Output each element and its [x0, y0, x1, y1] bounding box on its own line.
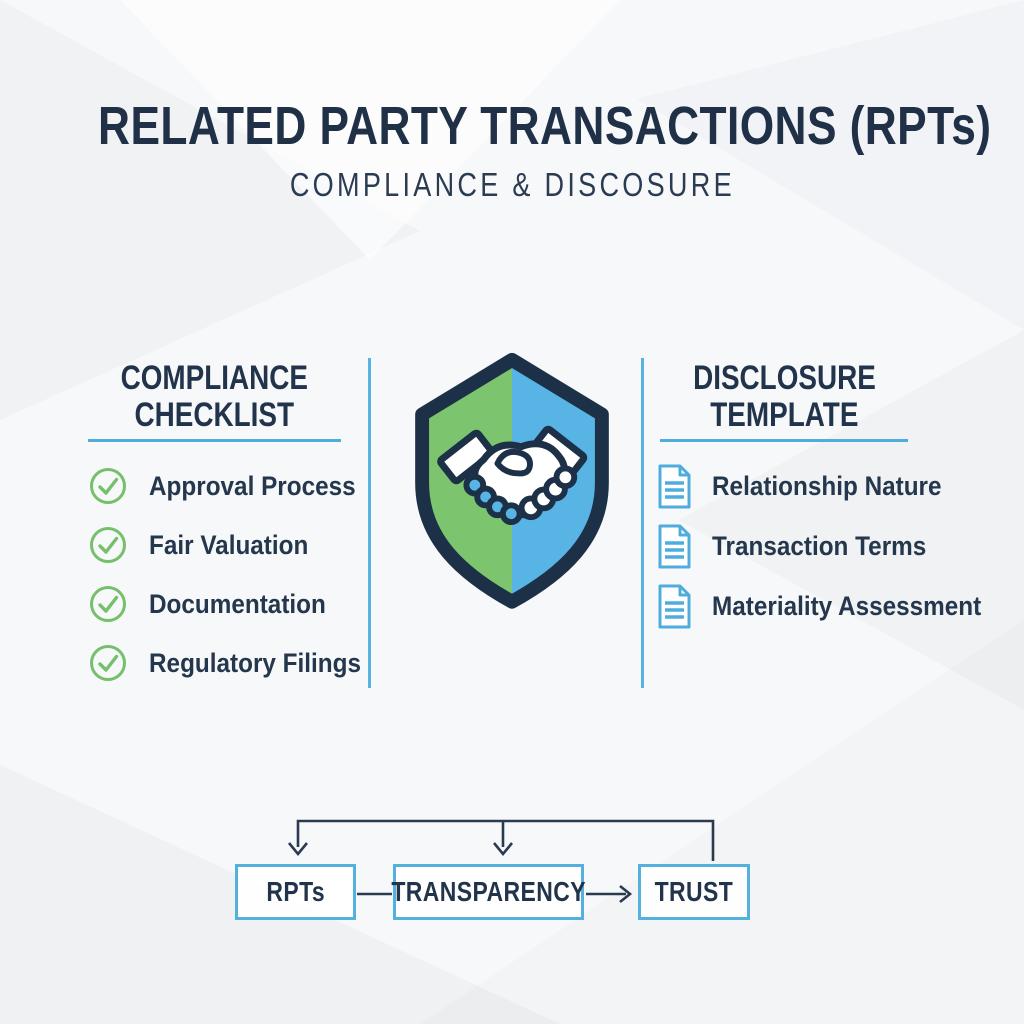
compliance-checklist: Approval Process Fair Valuation Document… — [88, 466, 385, 683]
disclosure-item: Relationship Nature — [656, 464, 1011, 509]
page-subtitle: COMPLIANCE & DISCOSURE — [289, 166, 735, 203]
background-facet — [0, 0, 420, 420]
flow-node-label: TRUST — [654, 876, 734, 907]
subheader: COMPLIANCE & DISCOSURE — [0, 166, 1024, 204]
disclosure-item: Transaction Terms — [656, 524, 1011, 569]
checklist-item: Regulatory Filings — [88, 643, 385, 683]
vertical-divider-left — [368, 358, 371, 688]
background-facet — [637, 0, 1024, 330]
header: RELATED PARTY TRANSACTIONS (RPTs) — [0, 98, 1024, 155]
checklist-item: Fair Valuation — [88, 525, 385, 565]
check-circle-icon — [90, 645, 126, 681]
disclosure-item-label: Transaction Terms — [712, 531, 927, 561]
disclosure-heading-underline — [660, 439, 908, 442]
disclosure-item: Materiality Assessment — [656, 584, 1011, 629]
compliance-heading-line2: CHECKLIST — [134, 395, 294, 434]
flow-node-label: TRANSPARENCY — [391, 876, 586, 907]
compliance-checklist-heading: COMPLIANCE CHECKLIST — [58, 360, 370, 433]
flow-node-transparency: TRANSPARENCY — [391, 864, 586, 920]
flow-node-rpts: RPTs — [235, 864, 356, 920]
checklist-item: Approval Process — [88, 466, 385, 506]
disclosure-heading-line1: DISCLOSURE — [692, 359, 876, 397]
checklist-item-label: Fair Valuation — [149, 529, 309, 560]
checklist-item-label: Regulatory Filings — [149, 647, 361, 678]
background-facet — [420, 620, 1024, 1024]
disclosure-item-label: Materiality Assessment — [712, 591, 982, 621]
page-title: RELATED PARTY TRANSACTIONS (RPTs) — [98, 96, 992, 156]
disclosure-heading-line2: TEMPLATE — [709, 395, 859, 434]
disclosure-item-label: Relationship Nature — [712, 471, 942, 501]
vertical-divider-right — [641, 358, 644, 688]
checklist-item-label: Approval Process — [149, 470, 356, 501]
check-circle-icon — [90, 527, 126, 563]
disclosure-template-heading: DISCLOSURE TEMPLATE — [628, 360, 940, 433]
document-icon — [658, 524, 691, 569]
flow-node-label: RPTs — [266, 876, 325, 907]
check-circle-icon — [90, 468, 126, 504]
flow-node-trust: TRUST — [638, 864, 750, 920]
checklist-item: Documentation — [88, 584, 385, 624]
handshake-glyph — [437, 425, 588, 526]
background-facet — [0, 765, 560, 1024]
disclosure-list: Relationship Nature Transaction Terms — [656, 464, 1011, 629]
compliance-heading-underline — [88, 439, 341, 442]
checklist-item-label: Documentation — [149, 588, 326, 619]
check-circle-icon — [90, 586, 126, 622]
document-icon — [658, 584, 691, 629]
compliance-heading-line1: COMPLIANCE — [120, 359, 308, 397]
document-icon — [658, 464, 691, 509]
shield-handshake-icon — [405, 350, 619, 618]
